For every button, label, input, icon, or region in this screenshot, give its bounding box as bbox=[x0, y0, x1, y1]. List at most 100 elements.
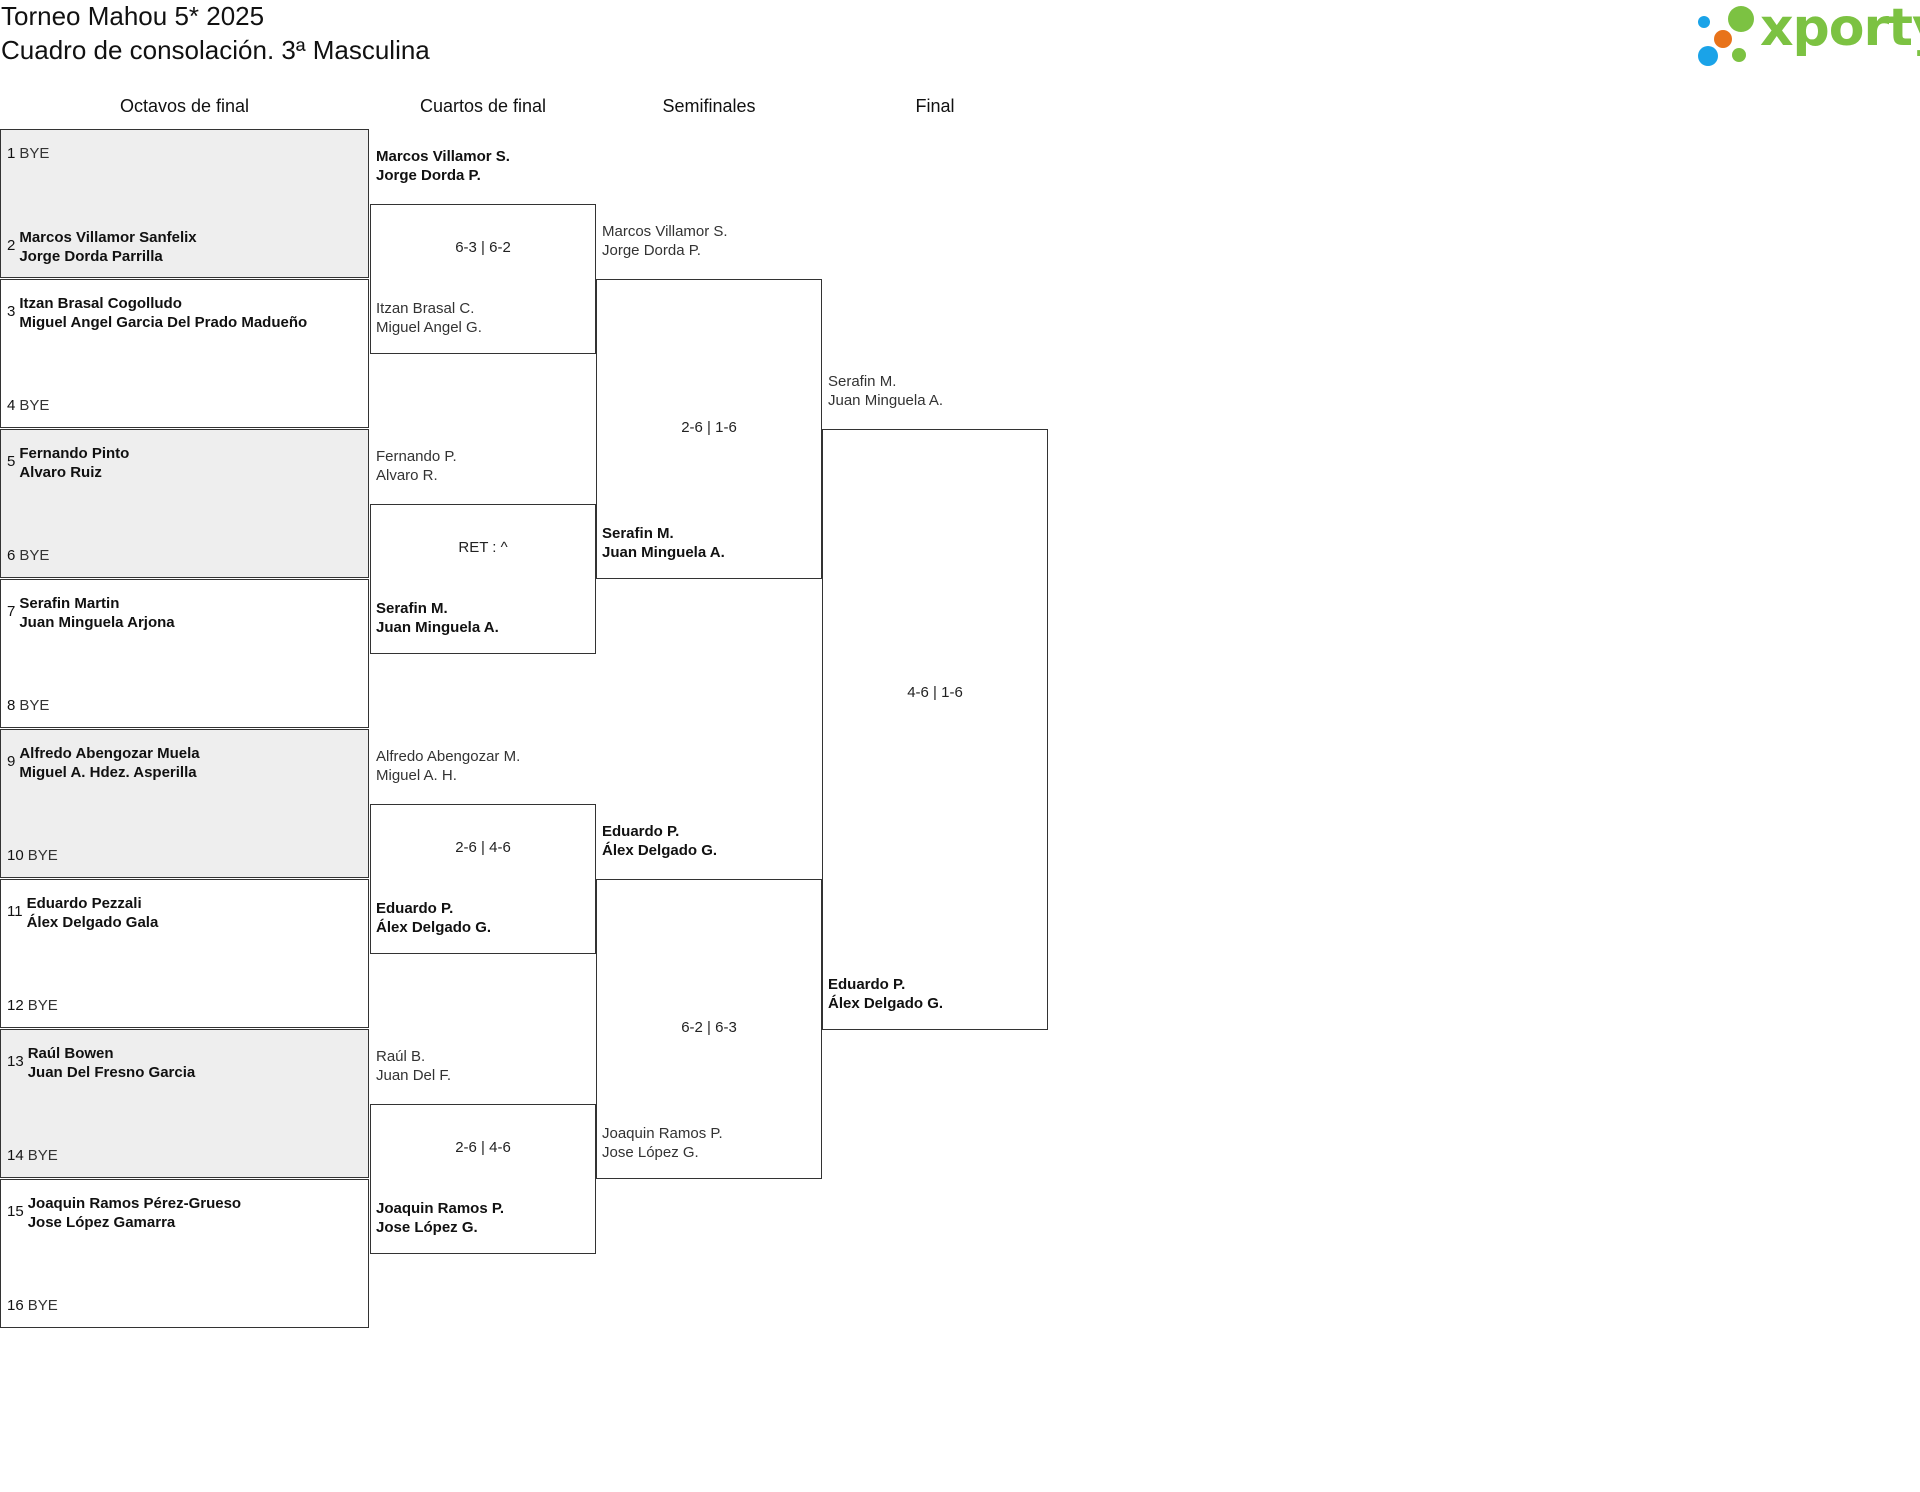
player-name: BYE bbox=[27, 1297, 58, 1314]
player-name: Juan Minguela A. bbox=[828, 392, 944, 409]
logo-dot-orange bbox=[1714, 30, 1732, 48]
qf-3-top-team: Alfredo Abengozar M. Miguel A. H. bbox=[376, 747, 520, 785]
final-top-team: Serafin M. Juan Minguela A. bbox=[828, 372, 943, 410]
bye-label: BYE bbox=[19, 546, 49, 565]
player-name: Eduardo Pezzali bbox=[26, 895, 142, 912]
player-name: Serafin M. bbox=[828, 373, 897, 390]
seed-number: 5 bbox=[7, 453, 16, 470]
qf-2-bracket-box bbox=[370, 504, 596, 654]
qf-2-top-team: Fernando P. Alvaro R. bbox=[376, 447, 457, 485]
player-name: Joaquin Ramos Pérez-Grueso bbox=[27, 1195, 242, 1212]
player-name: Fernando P. bbox=[376, 448, 457, 465]
player-name: Juan Del Fresno Garcia bbox=[27, 1064, 196, 1081]
player-name: BYE bbox=[19, 547, 50, 564]
qf-4-top-team: Raúl B. Juan Del F. bbox=[376, 1047, 451, 1085]
player-name: Álex Delgado G. bbox=[828, 995, 944, 1012]
final-bracket-box bbox=[822, 429, 1048, 1030]
player-name: Alvaro R. bbox=[376, 467, 438, 484]
player-name: Joaquin Ramos P. bbox=[602, 1125, 723, 1142]
player-name: BYE bbox=[27, 997, 58, 1014]
player-name: Joaquin Ramos P. bbox=[376, 1200, 505, 1217]
sf-1-bottom-team: Serafin M. Juan Minguela A. bbox=[602, 524, 725, 562]
round-heading-r16: Octavos de final bbox=[119, 96, 250, 116]
seed-number: 10 bbox=[7, 847, 24, 864]
seed-number: 12 bbox=[7, 997, 24, 1014]
player-name: BYE bbox=[27, 1147, 58, 1164]
player-name: Miguel A. Hdez. Asperilla bbox=[19, 764, 197, 781]
logo-dot-blue-large bbox=[1698, 46, 1718, 66]
seed-number: 15 bbox=[7, 1203, 24, 1220]
player-name: Jorge Dorda P. bbox=[602, 242, 701, 259]
sf-2-score: 6-2 | 6-3 bbox=[681, 1019, 737, 1036]
player-name: Raúl B. bbox=[376, 1048, 426, 1065]
player-name: Juan Del F. bbox=[376, 1067, 452, 1084]
qf-3-bottom-team: Eduardo P.Álex Delgado G. bbox=[376, 899, 491, 937]
seed-number: 6 bbox=[7, 547, 16, 564]
logo-dot-green-large bbox=[1728, 6, 1754, 32]
player-name: Juan Minguela A. bbox=[602, 544, 725, 561]
bye-label: BYE bbox=[28, 1296, 58, 1315]
sf-2-top-team: Eduardo P. Álex Delgado G. bbox=[602, 822, 717, 860]
qf-2-bottom-team: Serafin M.Juan Minguela A. bbox=[376, 599, 499, 637]
bye-label: BYE bbox=[19, 144, 49, 163]
player-name: Alvaro Ruiz bbox=[19, 464, 102, 481]
player-name: Miguel Angel G. bbox=[376, 319, 482, 336]
seed-number: 13 bbox=[7, 1053, 24, 1070]
seed-number: 11 bbox=[7, 903, 23, 920]
player-name: Alfredo Abengozar Muela bbox=[19, 745, 200, 762]
round-heading-final: Final bbox=[915, 96, 955, 116]
player-name: Itzan Brasal C. bbox=[376, 300, 475, 317]
seed-number: 16 bbox=[7, 1297, 24, 1314]
player-name: BYE bbox=[19, 145, 50, 162]
logo-dot-green-small bbox=[1732, 48, 1746, 62]
sf-1-top-team: Marcos Villamor S.Jorge Dorda P. bbox=[602, 222, 728, 260]
player-name: Alfredo Abengozar M. bbox=[376, 748, 521, 765]
qf-4-bracket-box bbox=[370, 1104, 596, 1254]
player-name: Miguel Angel Garcia Del Prado Madueño bbox=[19, 314, 308, 331]
bye-label: BYE bbox=[19, 396, 49, 415]
seed-number: 3 bbox=[7, 303, 16, 320]
player-name: Serafin M. bbox=[602, 525, 674, 542]
player-name: Jorge Dorda Parrilla bbox=[19, 248, 163, 265]
final-bottom-team: Eduardo P.Álex Delgado G. bbox=[828, 975, 943, 1013]
player-name: Eduardo P. bbox=[602, 823, 680, 840]
qf-3-score: 2-6 | 4-6 bbox=[455, 839, 511, 856]
seed-number: 1 bbox=[7, 145, 16, 162]
sf-1-score: 2-6 | 1-6 bbox=[681, 419, 737, 436]
player-name: Juan Minguela Arjona bbox=[19, 614, 175, 631]
player-name: Serafin M. bbox=[376, 600, 448, 617]
player-name: Álex Delgado G. bbox=[602, 842, 718, 859]
player-name: Jose López G. bbox=[376, 1219, 478, 1236]
player-name: Miguel A. H. bbox=[376, 767, 457, 784]
bye-label: BYE bbox=[19, 696, 49, 715]
player-name: BYE bbox=[19, 397, 50, 414]
bye-label: BYE bbox=[28, 1146, 58, 1165]
player-name: Marcos Villamor S. bbox=[376, 148, 510, 165]
player-name: Eduardo P. bbox=[376, 900, 454, 917]
qf-4-score: 2-6 | 4-6 bbox=[455, 1139, 511, 1156]
round-heading-qf: Cuartos de final bbox=[419, 96, 547, 116]
player-name: Álex Delgado Gala bbox=[26, 914, 159, 931]
